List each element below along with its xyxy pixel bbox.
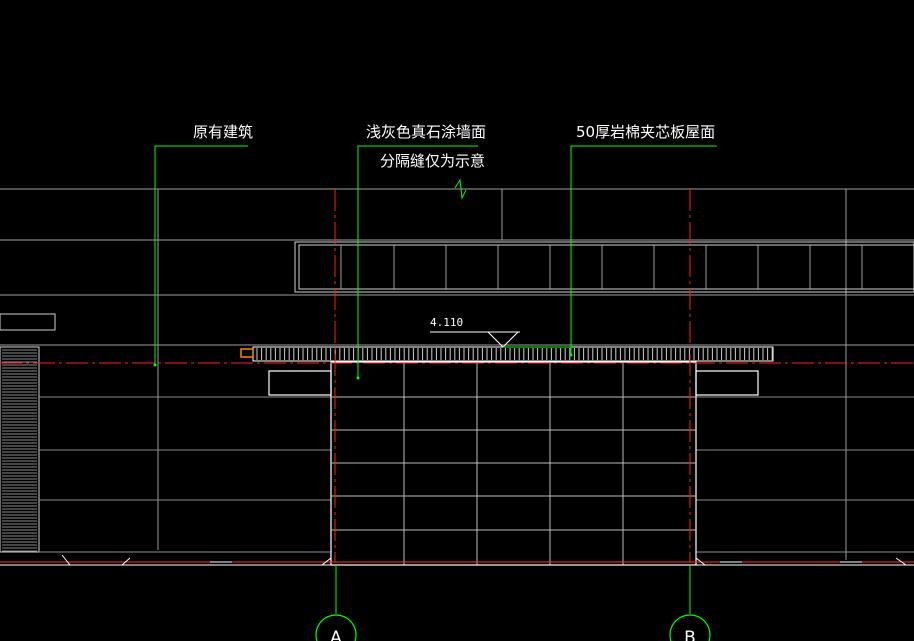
label-roof-panel: 50厚岩棉夹芯板屋面 xyxy=(576,123,715,141)
window-mullions xyxy=(340,245,863,289)
axis-lines xyxy=(0,189,914,562)
ground-line xyxy=(0,554,914,566)
leader-lines xyxy=(154,145,717,378)
right-canopy xyxy=(695,370,759,396)
label-wall-finish-note: 分隔缝仅为示意 xyxy=(380,152,485,170)
left-small-frame xyxy=(0,313,56,331)
elevation-marker: 4.110 xyxy=(430,316,572,348)
axis-label-b: B xyxy=(684,628,696,641)
elevation-text: 4.110 xyxy=(430,316,463,329)
label-wall-finish: 浅灰色真石涂墙面 xyxy=(366,123,486,141)
axis-label-a: A xyxy=(330,628,342,641)
label-existing-building: 原有建筑 xyxy=(193,123,253,141)
axis-marker-b: B xyxy=(669,565,711,641)
leader-dots xyxy=(153,353,573,380)
lower-facade-grid xyxy=(39,396,914,553)
left-canopy xyxy=(268,370,332,396)
axis-marker-a: A xyxy=(315,565,357,641)
existing-building-facade xyxy=(0,188,914,560)
window-band xyxy=(294,241,914,293)
left-hatched-panel xyxy=(0,346,40,553)
